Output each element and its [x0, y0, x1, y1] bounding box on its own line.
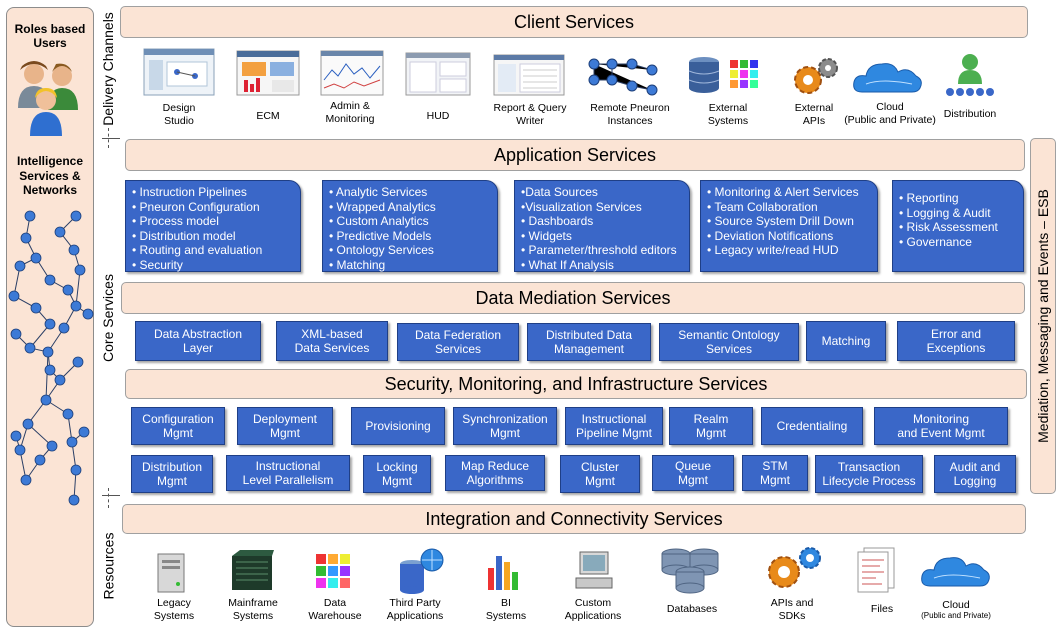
resource-caption-mainframe: Mainframe Systems [228, 597, 278, 622]
core-top-line [102, 138, 120, 139]
resource-caption-legacy: Legacy Systems [153, 597, 195, 622]
dm-semantic-ontology: Semantic Ontology Services [659, 323, 799, 361]
app-box-monitoring: • Monitoring & Alert Services• Team Coll… [700, 180, 878, 272]
resource-caption-cloud-sub: (Public and Private) [921, 611, 991, 620]
resource-caption-databases: Databases [666, 603, 718, 615]
ecm-icon [236, 50, 300, 96]
sec-provisioning: Provisioning [351, 407, 445, 445]
sec-credentialing: Credentialing [761, 407, 863, 445]
app-box-pipelines: • Instruction Pipelines• Pneuron Configu… [125, 180, 301, 272]
delivery-caption-hud: HUD [426, 110, 450, 122]
hud-icon [405, 52, 471, 96]
data-mediation-band: Data Mediation Services [121, 282, 1025, 314]
sec-map-reduce: Map Reduce Algorithms [445, 455, 545, 491]
admin-monitoring-icon [320, 50, 384, 96]
sec-transaction-lifecycle: Transaction Lifecycle Process [815, 455, 923, 493]
delivery-caption-report-query: Report & Query Writer [493, 102, 567, 127]
external-apis-icon [794, 58, 838, 94]
intel-title: Intelligence Services & Networks [16, 154, 84, 197]
custom-apps-icon [575, 551, 613, 589]
dm-distributed-data: Distributed Data Management [527, 323, 651, 361]
delivery-caption-remote-pneuron: Remote Pneuron Instances [590, 102, 670, 127]
databases-icon [661, 548, 719, 594]
core-services-label: Core Services [100, 273, 117, 362]
third-party-apps-icon [400, 548, 444, 594]
resource-caption-cloud: Cloud [942, 599, 970, 611]
delivery-caption-external-apis: External APIs [794, 102, 834, 127]
report-query-writer-icon [493, 54, 565, 96]
sec-audit-logging: Audit and Logging [934, 455, 1016, 493]
resource-caption-files: Files [870, 603, 894, 615]
sec-deployment-mgmt: Deployment Mgmt [237, 407, 333, 445]
remote-pneuron-icon [588, 58, 658, 96]
delivery-caption-external-systems: External Systems [707, 102, 749, 127]
app-box-reporting: • Reporting• Logging & Audit• Risk Asses… [892, 180, 1024, 272]
files-icon [857, 547, 895, 593]
cloud-resource-icon [921, 557, 990, 587]
client-services-band: Client Services [120, 6, 1028, 38]
sec-queue-mgmt: Queue Mgmt [652, 455, 734, 491]
sec-synchronization-mgmt: Synchronization Mgmt [453, 407, 557, 445]
resource-caption-third-party: Third Party Applications [386, 597, 444, 622]
mainframe-icon [232, 550, 274, 590]
sec-realm-mgmt: Realm Mgmt [669, 407, 753, 445]
delivery-caption-distribution: Distribution [943, 108, 997, 120]
resource-caption-custom: Custom Applications [564, 597, 622, 622]
users-icon [18, 61, 78, 136]
dm-error-exceptions: Error and Exceptions [897, 321, 1015, 361]
dm-xml-data-services: XML-based Data Services [276, 321, 388, 361]
delivery-caption-design-studio: Design Studio [162, 102, 196, 127]
roles-title: Roles based Users [14, 22, 86, 50]
dm-data-abstraction: Data Abstraction Layer [135, 321, 261, 361]
esb-panel: Mediation, Messaging and Events – ESB [1030, 138, 1056, 494]
core-bottom-line [102, 495, 120, 496]
app-box-data-sources: •Data Sources•Visualization Services• Da… [514, 180, 690, 272]
resources-label: Resources [100, 532, 117, 600]
sec-monitoring-event: Monitoring and Event Mgmt [874, 407, 1008, 445]
resource-caption-apis: APIs and SDKs [770, 597, 814, 622]
security-band: Security, Monitoring, and Infrastructure… [125, 369, 1027, 399]
bi-systems-icon [488, 556, 518, 590]
sec-stm-mgmt: STM Mgmt [742, 455, 808, 491]
data-warehouse-icon [316, 554, 350, 588]
sec-instructional-pipeline: Instructional Pipeline Mgmt [565, 407, 663, 445]
application-services-band: Application Services [125, 139, 1025, 171]
delivery-caption-admin: Admin & Monitoring [325, 100, 375, 125]
sec-locking-mgmt: Locking Mgmt [363, 455, 431, 493]
external-systems-icon [688, 57, 758, 93]
app-box-analytics: • Analytic Services• Wrapped Analytics• … [322, 180, 498, 272]
delivery-channels-label: Delivery Channels [100, 12, 117, 126]
delivery-caption-cloud: Cloud (Public and Private) [844, 101, 936, 126]
distribution-icon [946, 54, 994, 96]
resource-caption-bi: BI Systems [485, 597, 527, 622]
sec-configuration-mgmt: Configuration Mgmt [131, 407, 225, 445]
design-studio-icon [143, 48, 215, 96]
dm-matching: Matching [806, 321, 886, 361]
dm-data-federation: Data Federation Services [397, 323, 519, 361]
sec-instructional-parallelism: Instructional Level Parallelism [226, 455, 350, 491]
legacy-systems-icon [157, 553, 185, 593]
network-icon [8, 210, 94, 506]
apis-sdks-icon [768, 547, 821, 588]
integration-band: Integration and Connectivity Services [122, 504, 1026, 534]
roles-panel [6, 7, 94, 627]
resource-caption-warehouse: Data Warehouse [308, 597, 362, 622]
delivery-caption-ecm: ECM [256, 110, 280, 122]
cloud-icon [853, 63, 922, 93]
sec-distribution-mgmt: Distribution Mgmt [131, 455, 213, 493]
sec-cluster-mgmt: Cluster Mgmt [560, 455, 640, 493]
divider-core-resources [108, 488, 109, 508]
